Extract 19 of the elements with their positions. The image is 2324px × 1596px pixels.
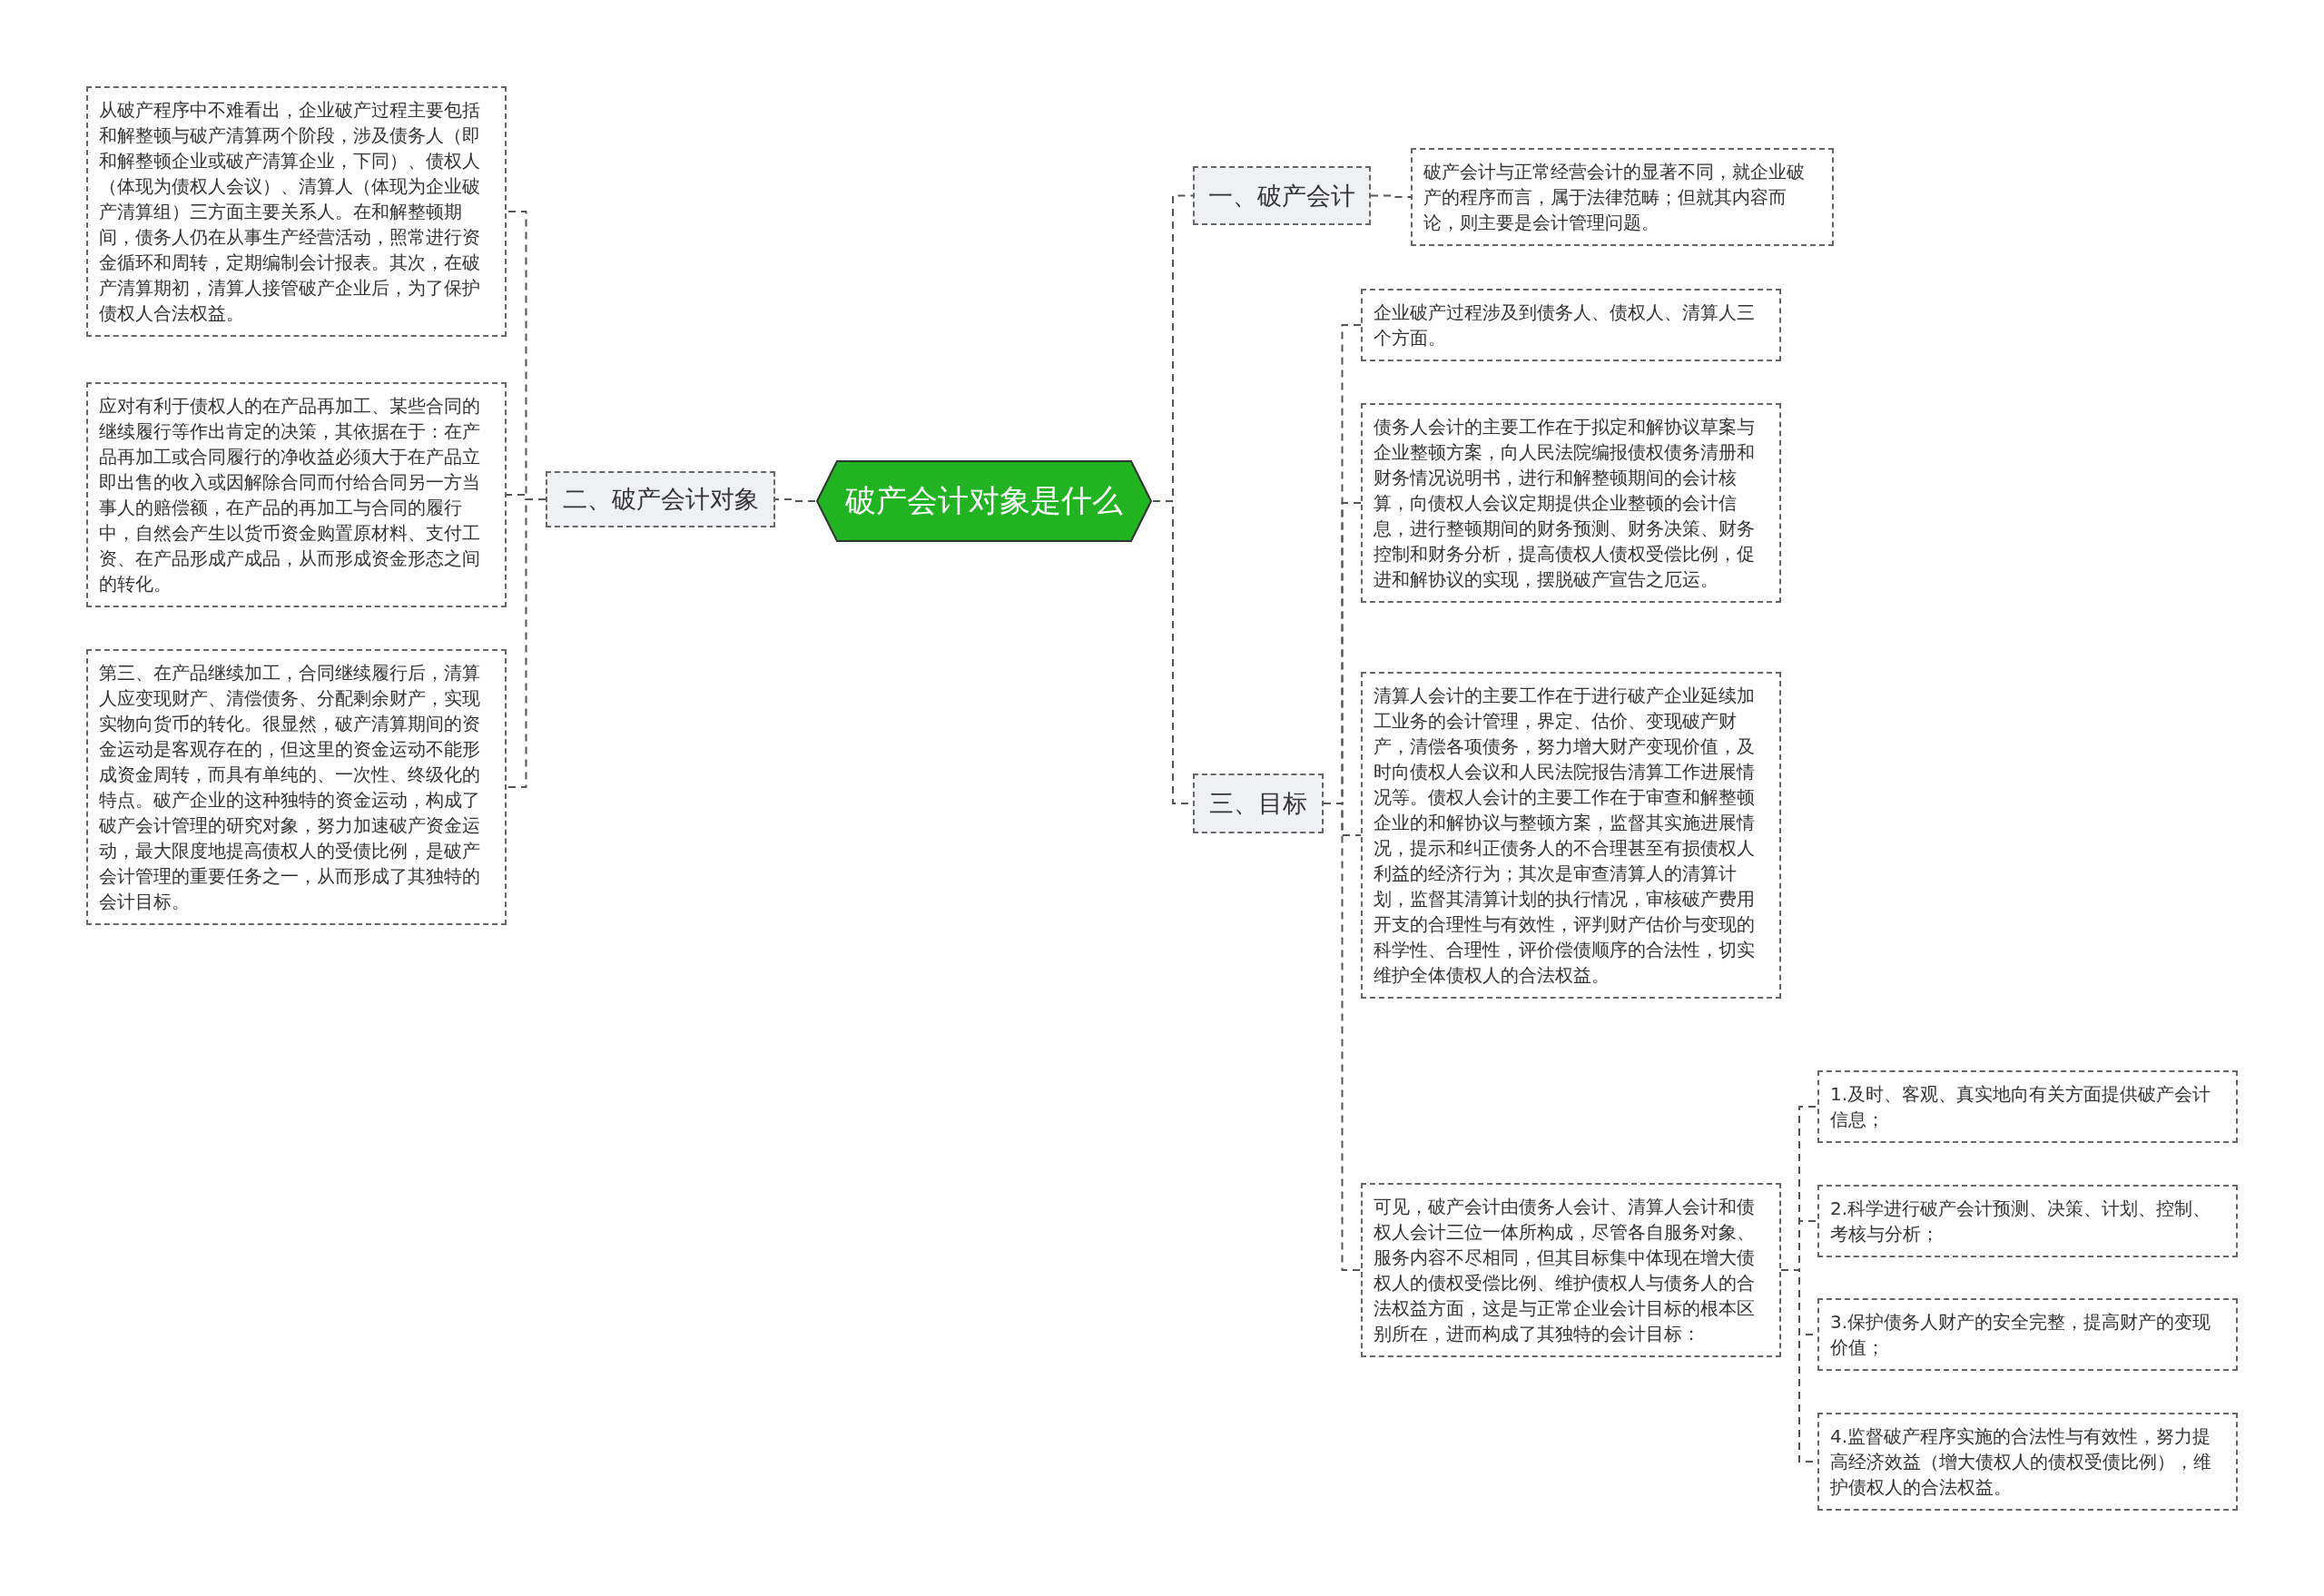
text-card: 应对有利于债权人的在产品再加工、某些合同的继续履行等作出肯定的决策，其依据在于：在产品再加工或合同履行的净收益必须大于在产品立即出售的收入或因解除合同而付给合同另一方当事人的赔偿额，在产品的再加工与合同的履行中，自然会产生以货币资金购置原材料、支付工资、在产品形成产成品，从而形成资金形态之间的转化。: [86, 382, 507, 607]
text-card: 1.及时、客观、真实地向有关方面提供破产会计信息；: [1817, 1070, 2238, 1143]
text-card: 清算人会计的主要工作在于进行破产企业延续加工业务的会计管理，界定、估价、变现破产财产，清偿各项债务，努力增大财产变现价值，及时向债权人会议和人民法院报告清算工作进展情况等。债权人会计的主要工作在于审查和解整顿企业的和解协议与整顿方案，监督其实施进展情况，提示和纠正债务人的不合理甚至有损债权人利益的经济行为；其次是审查清算人的清算计划，监督其清算计划的执行情况，审核破产费用开支的合理性与有效性，评判财产估价与变现的科学性、合理性，评价偿债顺序的合法性，切实维护全体债权人的合法权益。: [1361, 672, 1781, 999]
connector-line: [774, 498, 816, 502]
text-card: 4.监督破产程序实施的合法性与有效性，努力提高经济效益（增大债权人的债权受债比例），维护债权人的合法权益。: [1817, 1413, 2238, 1511]
text-card: 2.科学进行破产会计预测、决策、计划、控制、考核与分析；: [1817, 1185, 2238, 1257]
central-topic-hexagon: 破产会计对象是什么: [815, 459, 1153, 543]
branch-topic-box: 一、破产会计: [1193, 166, 1371, 225]
connector-line: [1370, 194, 1412, 198]
branch-topic-box: 三、目标: [1193, 773, 1324, 833]
text-card: 企业破产过程涉及到债务人、债权人、清算人三个方面。: [1361, 289, 1781, 361]
text-card: 3.保护债务人财产的安全完整，提高财产的变现价值；: [1817, 1298, 2238, 1371]
text-card: 第三、在产品继续加工，合同继续履行后，清算人应变现财产、清偿债务、分配剩余财产，实现实物向货币的转化。很显然，破产清算期间的资金运动是客观存在的，但这里的资金运动不能形成资金周转，而具有单纯的、一次性、终级化的特点。破产企业的这种独特的资金运动，构成了破产会计管理的研究对象，努力加速破产资金运动，最大限度地提高债权人的受债比例，是破产会计管理的重要任务之一，从而形成了其独特的会计目标。: [86, 649, 507, 925]
connector-line: [506, 498, 547, 788]
text-card: 从破产程序中不难看出，企业破产过程主要包括和解整顿与破产清算两个阶段，涉及债务人（即和解整顿企业或破产清算企业，下同）、债权人（体现为债权人会议）、清算人（体现为企业破产清算组）三方面主要关系人。在和解整顿期间，债务人仍在从事生产经营活动，照常进行资金循环和周转，定期编制会计报表。其次，在破产清算期初，清算人接管破产企业后，为了保护债权人合法权益。: [86, 86, 507, 337]
text-card: 债务人会计的主要工作在于拟定和解协议草案与企业整顿方案，向人民法院编报债权债务清册和财务情况说明书，进行和解整顿期间的会计核算，向债权人会议定期提供企业整顿的会计信息，进行整顿期间的财务预测、财务决策、财务控制和财务分析，提高债权人债权受偿比例，促进和解协议的实现，摆脱破产宣告之厄运。: [1361, 403, 1781, 603]
branch-topic-box: 二、破产会计对象: [546, 471, 775, 527]
text-card: 可见，破产会计由债务人会计、清算人会计和债权人会计三位一体所构成，尽管各自服务对象、服务内容不尽相同，但其目标集中体现在增大债权人的债权受偿比例、维护债权人与债务人的合法权益方面，这是与正常企业会计目标的根本区别所在，进而构成了其独特的会计目标：: [1361, 1183, 1781, 1357]
text-card: 破产会计与正常经营会计的显著不同，就企业破产的程序而言，属于法律范畴；但就其内容而论，则主要是会计管理问题。: [1411, 148, 1834, 246]
